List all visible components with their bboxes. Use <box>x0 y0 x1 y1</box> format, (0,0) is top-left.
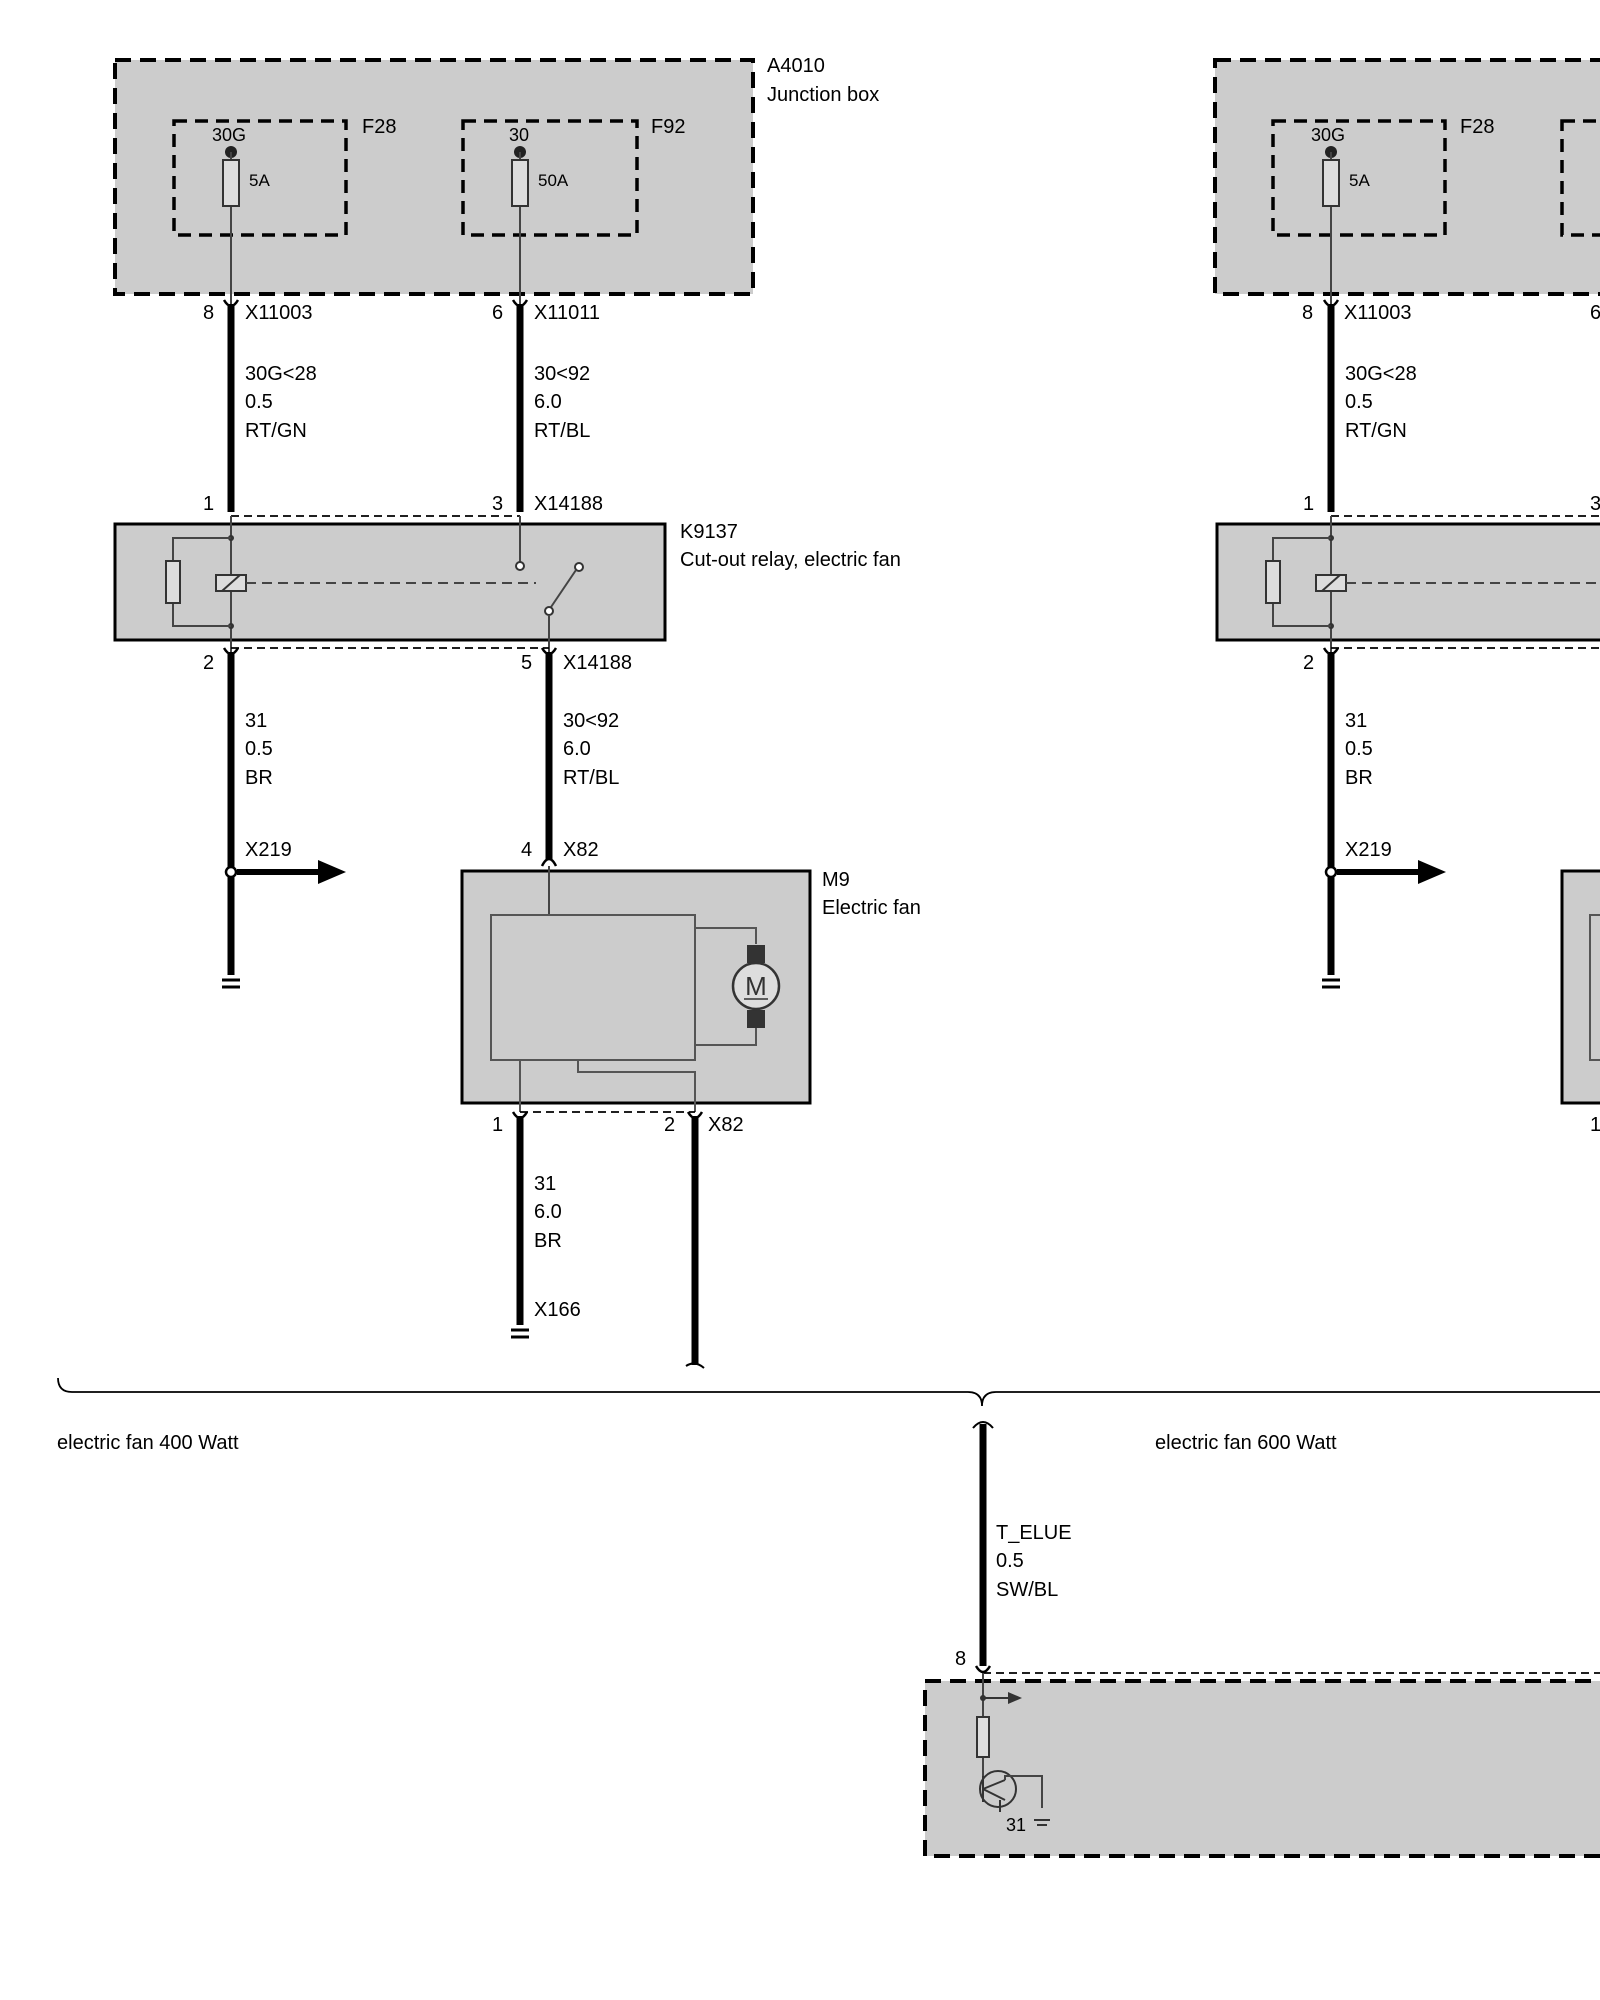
pin-x11003-right: 8 <box>1302 302 1313 324</box>
electric-fan-m9: M9 Electric fan M <box>460 866 921 1112</box>
ground-icon <box>222 978 240 989</box>
relay-pin-3: 3 <box>492 493 503 515</box>
arrow-icon <box>1337 860 1446 884</box>
ground-icon <box>511 1328 529 1339</box>
fuse-icon <box>1322 159 1340 207</box>
wire-31b-signal: 31 <box>534 1173 556 1195</box>
wire-28-color: RT/GN <box>245 420 307 442</box>
relay-id: K9137 <box>680 521 738 543</box>
wire-28-size: 0.5 <box>245 391 273 413</box>
connector-x166: X166 <box>534 1299 581 1321</box>
connector-x82-top: X82 <box>563 839 599 861</box>
fan-name: Electric fan <box>822 897 921 919</box>
wire-28-right-color: RT/GN <box>1345 420 1407 442</box>
wire-elue-size: 0.5 <box>996 1550 1024 1572</box>
wire-elue-signal: T_ELUE <box>996 1522 1072 1544</box>
wire-92b-color: RT/BL <box>563 767 619 789</box>
fuse-f28: F28 30G 5A <box>172 116 396 304</box>
fuse-f92: F92 30 50A <box>461 116 685 304</box>
variant-label-400w: electric fan 400 Watt <box>57 1432 239 1454</box>
wire-92b-size: 6.0 <box>563 738 591 760</box>
relay-k9137-right <box>1215 516 1600 652</box>
fuse-f28-rating: 5A <box>249 171 270 190</box>
connector-x11003-right: X11003 <box>1344 302 1411 324</box>
wire-92a-signal: 30<92 <box>534 363 590 385</box>
junction-box-right: F28 30G 5A <box>1213 58 1600 304</box>
fuse-f28-right-rating: 5A <box>1349 171 1370 190</box>
fuse-icon <box>222 159 240 207</box>
wire-28-signal: 30G<28 <box>245 363 317 385</box>
ecu-ground-label: 31 <box>1006 1815 1026 1835</box>
connector-x219-right: X219 <box>1345 839 1392 861</box>
switch-contact-icon <box>515 516 584 652</box>
fuse-f28-right-id: F28 <box>1460 116 1494 138</box>
wire-31a-right-size: 0.5 <box>1345 738 1373 760</box>
fuse-f92-id: F92 <box>651 116 685 138</box>
junction-box-left: A4010 Junction box F28 30G 5A F92 30 50A <box>113 55 879 304</box>
wire-31a-size: 0.5 <box>245 738 273 760</box>
variant-brace <box>57 1377 1600 1407</box>
wire-31a-right-signal: 31 <box>1345 710 1367 732</box>
relay-right-pin-2: 2 <box>1303 652 1314 674</box>
ecu-pin-8: 8 <box>955 1648 966 1670</box>
wire-31b-color: BR <box>534 1230 562 1252</box>
electric-fan-right <box>1560 869 1600 1105</box>
motor-icon: M <box>731 945 781 1028</box>
relay-right-pin-3: 3 <box>1590 493 1600 515</box>
fan-pin-1: 1 <box>492 1114 503 1136</box>
connector-x11011: X11011 <box>534 302 600 324</box>
fuse-f92-rating: 50A <box>538 171 569 190</box>
relay-pin-2: 2 <box>203 652 214 674</box>
junction-box-id: A4010 <box>767 55 825 77</box>
wire-92b-signal: 30<92 <box>563 710 619 732</box>
pin-x11003: 8 <box>203 302 214 324</box>
connector-x219: X219 <box>245 839 292 861</box>
motor-symbol: M <box>745 971 767 1001</box>
fan-right-pin-1: 1 <box>1590 1114 1600 1136</box>
ground-icon <box>1322 978 1340 989</box>
variant-label-600w: electric fan 600 Watt <box>1155 1432 1337 1454</box>
relay-right-pin-1: 1 <box>1303 493 1314 515</box>
connector-x82-bottom: X82 <box>708 1114 744 1136</box>
relay-pin-1: 1 <box>203 493 214 515</box>
wire-92a-size: 6.0 <box>534 391 562 413</box>
fan-pin-2: 2 <box>664 1114 675 1136</box>
connector-x14188-top: X14188 <box>534 493 603 515</box>
resistor-icon <box>165 560 181 604</box>
wire-31a-color: BR <box>245 767 273 789</box>
wire-31a-right-color: BR <box>1345 767 1373 789</box>
connector-x14188-bottom: X14188 <box>563 652 632 674</box>
fan-id: M9 <box>822 869 850 891</box>
relay-pin-5: 5 <box>521 652 532 674</box>
pin-x11011-right: 6 <box>1590 302 1600 324</box>
wire-28-right-size: 0.5 <box>1345 391 1373 413</box>
fuse-f28-id: F28 <box>362 116 396 138</box>
wire-31b-size: 6.0 <box>534 1201 562 1223</box>
resistor-icon <box>976 1716 990 1758</box>
fuse-f28-right-terminal: 30G <box>1311 125 1345 145</box>
pin-x11011: 6 <box>492 302 503 324</box>
relay-name: Cut-out relay, electric fan <box>680 549 901 571</box>
control-unit-box: 31 <box>923 1673 1600 1858</box>
wire-92a-color: RT/BL <box>534 420 590 442</box>
fuse-f28-right: F28 30G 5A <box>1271 116 1494 304</box>
fuse-f92-terminal: 30 <box>509 125 529 145</box>
ground-icon <box>1034 1819 1050 1826</box>
wire-28-right-signal: 30G<28 <box>1345 363 1417 385</box>
wire-31a-signal: 31 <box>245 710 267 732</box>
resistor-icon <box>1265 560 1281 604</box>
junction-box-name: Junction box <box>767 84 879 106</box>
fan-pin-4: 4 <box>521 839 532 861</box>
wire-elue-color: SW/BL <box>996 1579 1058 1601</box>
transistor-icon <box>979 1770 1043 1812</box>
fuse-icon <box>511 159 529 207</box>
arrow-icon <box>983 1692 1022 1704</box>
arrow-icon <box>237 860 346 884</box>
connector-x11003: X11003 <box>245 302 312 324</box>
fuse-f28-terminal: 30G <box>212 125 246 145</box>
relay-k9137: K9137 Cut-out relay, electric fan <box>113 516 901 652</box>
